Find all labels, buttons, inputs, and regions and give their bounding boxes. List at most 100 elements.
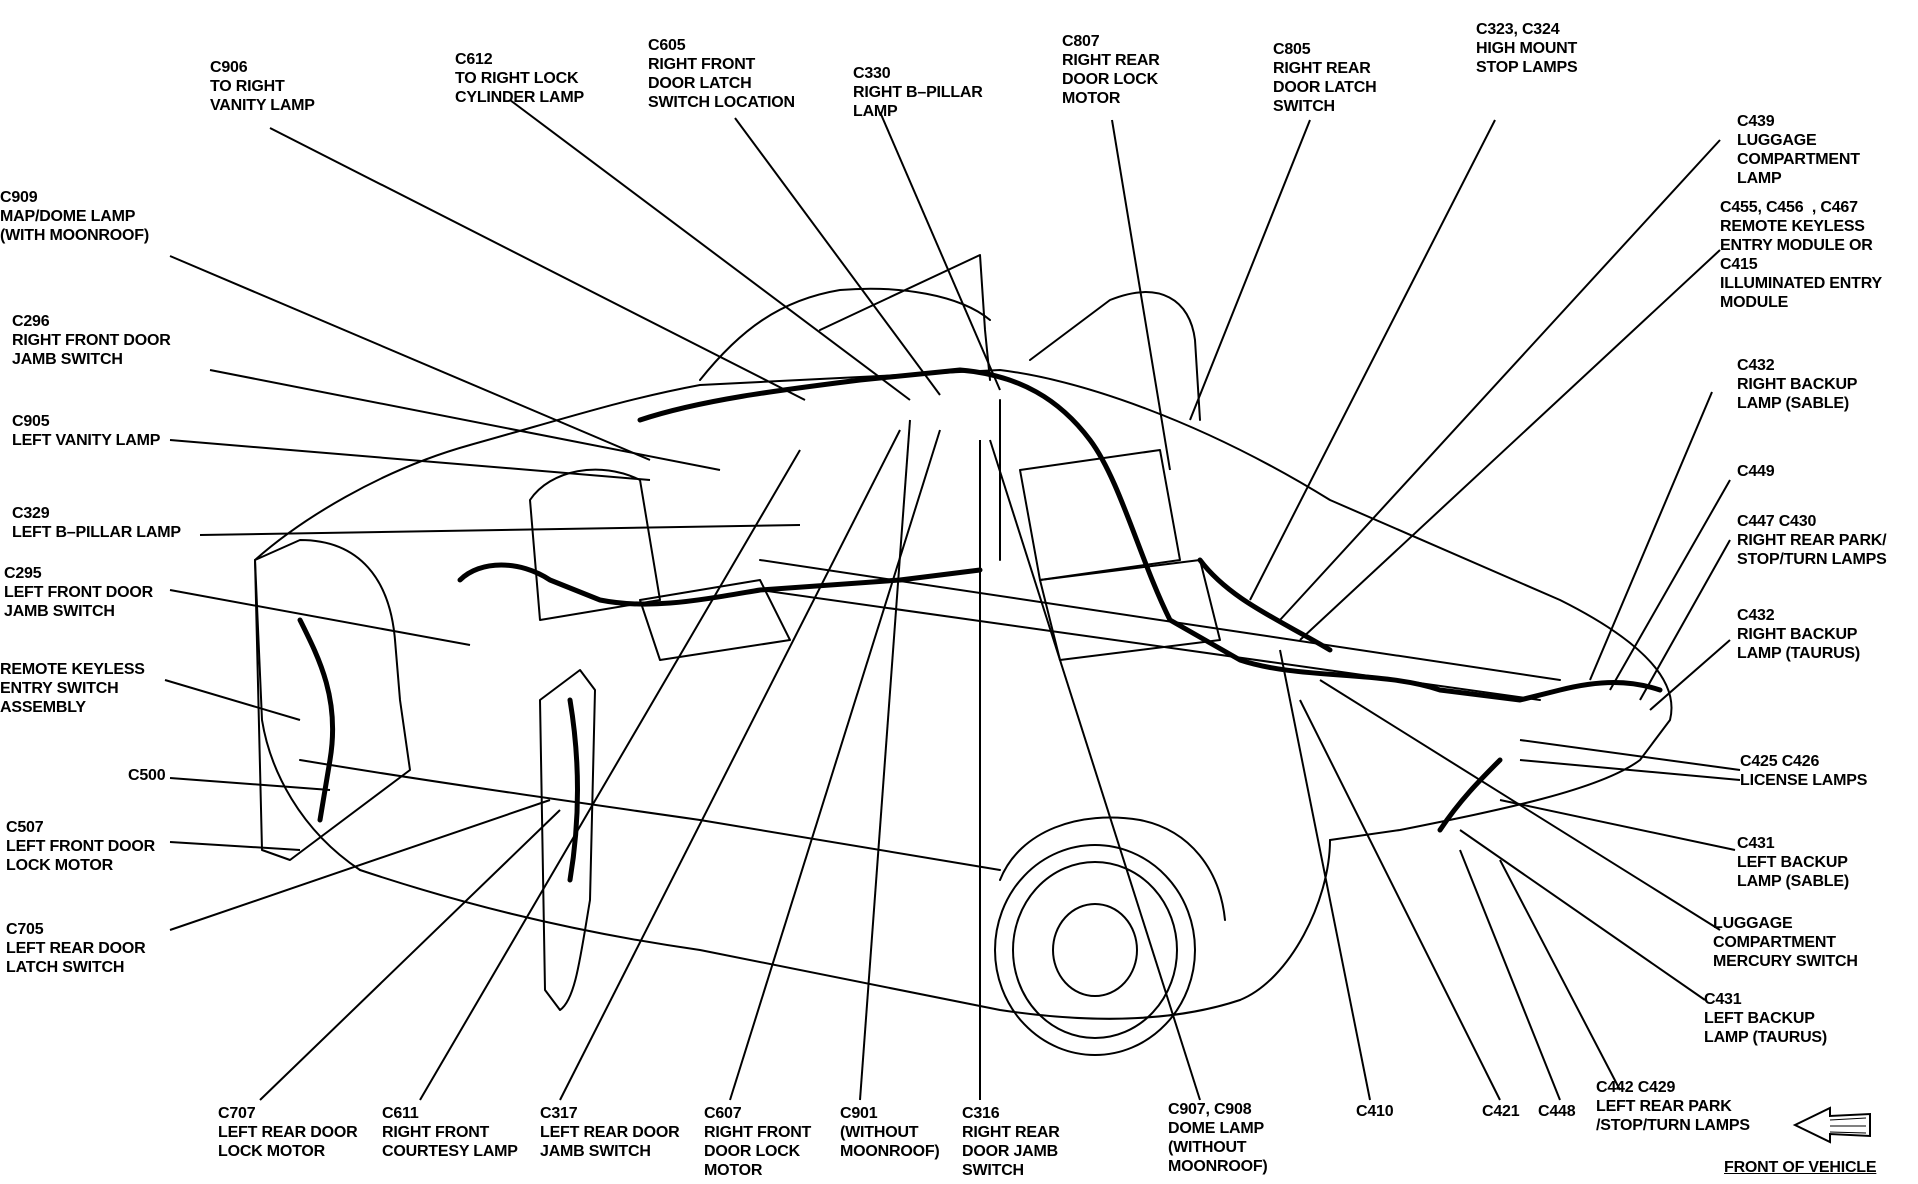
label-line: /STOP/TURN LAMPS — [1596, 1117, 1750, 1134]
label-line: LAMP — [853, 103, 898, 120]
label-line: ILLUMINATED ENTRY — [1720, 275, 1882, 292]
label-line: RIGHT REAR — [962, 1124, 1060, 1141]
label-line: LEFT REAR DOOR — [6, 940, 146, 957]
rear-wheel — [994, 816, 1226, 1056]
seats — [529, 449, 1221, 661]
label-line: JAMB SWITCH — [12, 351, 123, 368]
label-line: DOOR JAMB — [962, 1143, 1058, 1160]
label-line: SWITCH — [962, 1162, 1024, 1179]
front-arrow-icon — [1792, 1106, 1871, 1144]
leader-line — [199, 524, 801, 536]
leader-line — [1111, 119, 1171, 471]
label-line: C807 — [1062, 33, 1100, 50]
leader-line — [1589, 391, 1713, 681]
open-doors — [254, 254, 1201, 1011]
leader-line — [1499, 799, 1736, 851]
label-line: TO RIGHT — [210, 78, 285, 95]
leader-lines — [164, 99, 1741, 1101]
label-line: MOONROOF) — [1168, 1158, 1268, 1175]
label-line: COURTESY LAMP — [382, 1143, 518, 1160]
label-line: C410 — [1356, 1103, 1394, 1120]
label-line: FRONT OF VEHICLE — [1724, 1159, 1877, 1176]
leader-line — [164, 679, 301, 721]
leader-line — [169, 439, 651, 481]
label-front-of-vehicle: FRONT OF VEHICLE — [1724, 1158, 1877, 1177]
label-line: C432 — [1737, 357, 1775, 374]
label-line: DOME LAMP — [1168, 1120, 1264, 1137]
label-line: C296 — [12, 313, 50, 330]
label-line: DOOR LOCK — [704, 1143, 800, 1160]
label-line: C415 — [1720, 256, 1758, 273]
leader-line — [1609, 479, 1731, 691]
label-line: C317 — [540, 1105, 578, 1122]
label-line: DOOR LATCH — [648, 75, 752, 92]
label-line: CYLINDER LAMP — [455, 89, 584, 106]
label-line: RIGHT REAR — [1062, 52, 1160, 69]
label-line: C431 — [1704, 991, 1742, 1008]
label-line: LEFT B–PILLAR LAMP — [12, 524, 181, 541]
label-line: C449 — [1737, 463, 1775, 480]
label-line: C448 — [1538, 1103, 1576, 1120]
label-line: (WITHOUT — [840, 1124, 919, 1141]
leader-line — [1299, 699, 1501, 1101]
label-line: DOOR LATCH — [1273, 79, 1377, 96]
label-line: LEFT REAR PARK — [1596, 1098, 1732, 1115]
label-line: DOOR LOCK — [1062, 71, 1158, 88]
label-line: (WITHOUT — [1168, 1139, 1247, 1156]
leader-line — [729, 429, 941, 1101]
leader-line — [1519, 759, 1741, 781]
label-line: LAMP (SABLE) — [1737, 873, 1849, 890]
label-line: RIGHT FRONT DOOR — [12, 332, 171, 349]
label-c500: C500 — [128, 766, 166, 785]
label-line: JAMB SWITCH — [540, 1143, 651, 1160]
label-line: C295 — [4, 565, 42, 582]
label-line: LAMP — [1737, 170, 1782, 187]
leader-line — [419, 449, 801, 1101]
leader-line — [1279, 139, 1721, 621]
label-line: C901 — [840, 1105, 878, 1122]
label-line: MAP/DOME LAMP — [0, 208, 136, 225]
label-line: MOTOR — [1062, 90, 1121, 107]
label-line: C907, C908 — [1168, 1101, 1252, 1118]
label-line: C323, C324 — [1476, 21, 1560, 38]
label-line: C707 — [218, 1105, 256, 1122]
label-line: JAMB SWITCH — [4, 603, 115, 620]
label-line: (WITH MOONROOF) — [0, 227, 149, 244]
leader-line — [169, 777, 331, 791]
label-c421: C421 — [1482, 1102, 1520, 1121]
leader-line — [169, 589, 471, 646]
label-line: C421 — [1482, 1103, 1520, 1120]
leader-line — [209, 369, 721, 471]
leader-line — [1649, 639, 1731, 711]
label-line: C329 — [12, 505, 50, 522]
leader-line — [1519, 739, 1741, 771]
label-line: C507 — [6, 819, 44, 836]
label-c410: C410 — [1356, 1102, 1394, 1121]
label-c448: C448 — [1538, 1102, 1576, 1121]
leader-line — [1459, 829, 1706, 1001]
leader-line — [169, 799, 551, 931]
leader-line — [1299, 249, 1721, 641]
label-line: RIGHT FRONT — [382, 1124, 490, 1141]
